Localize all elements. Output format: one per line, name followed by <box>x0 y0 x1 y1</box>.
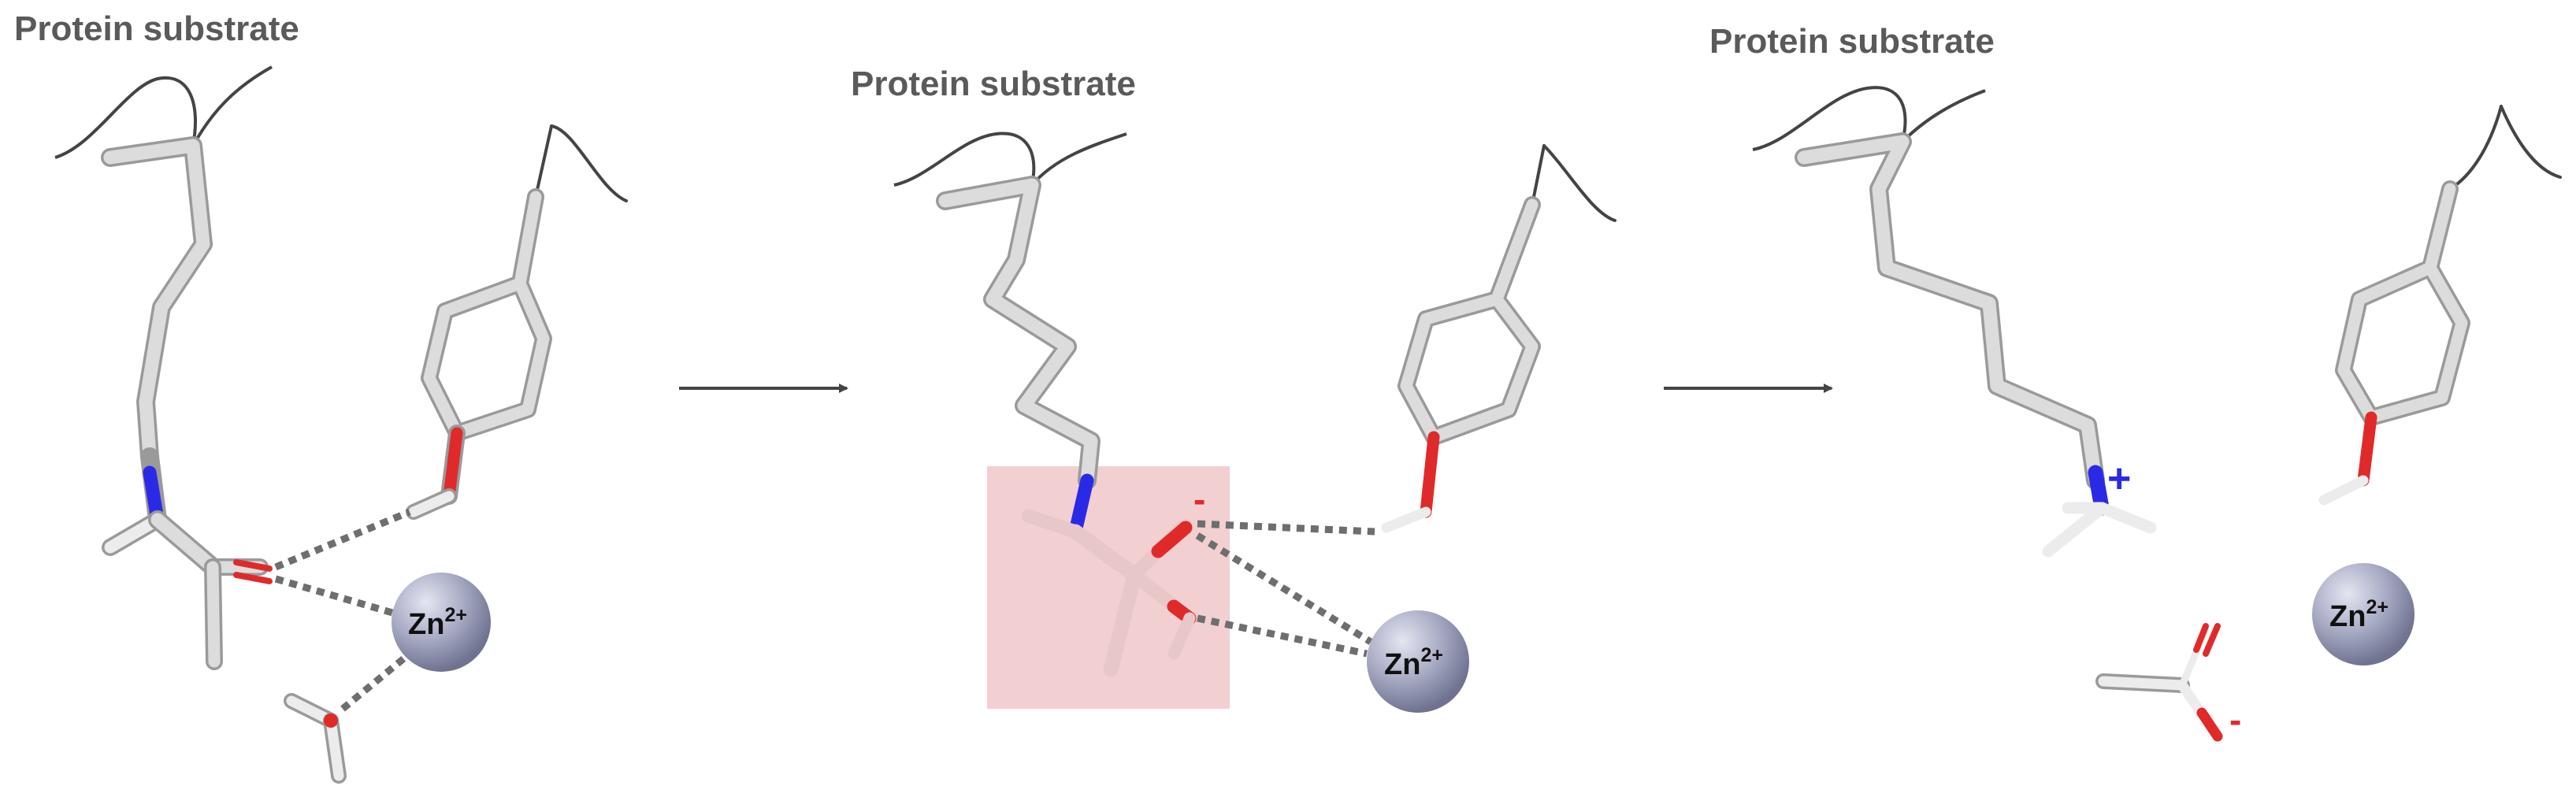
protein-backbone <box>1752 86 1986 151</box>
zinc-label: Zn2+ <box>2329 596 2389 633</box>
zinc-ion: Zn2+ <box>2312 563 2415 665</box>
protein-backbone <box>54 65 273 159</box>
water-molecule <box>284 693 347 784</box>
zinc-ion: Zn2+ <box>1367 610 1469 713</box>
coordination-bonds <box>1195 520 1375 658</box>
panel-2-tetrahedral-intermediate: - Zn2+ <box>893 132 1616 713</box>
panel-3-products: + - Zn2+ <box>1752 86 2562 742</box>
panel-1-acetyl-lysine: Zn2+ <box>54 65 628 784</box>
protein-backbone <box>893 132 1127 187</box>
ammonium-charge: + <box>2107 456 2131 502</box>
panel-3-title: Protein substrate <box>1709 22 1995 61</box>
zinc-ion: Zn2+ <box>392 573 491 672</box>
acetate-charge: - <box>2229 699 2241 740</box>
coordination-bonds <box>274 508 412 712</box>
zinc-label: Zn2+ <box>408 604 467 641</box>
lysine-side-chain <box>936 176 1197 677</box>
acetate-product <box>2095 623 2223 742</box>
lysine-side-chain <box>1795 132 2157 558</box>
panel-2-title: Protein substrate <box>851 65 1136 103</box>
tyrosine-residue <box>1381 144 1616 533</box>
lysine-side-chain <box>101 136 273 670</box>
panel-1-title: Protein substrate <box>14 9 299 48</box>
tyrosine-residue <box>406 124 628 520</box>
oxyanion-charge: - <box>1193 479 1205 520</box>
zinc-label: Zn2+ <box>1384 644 1443 681</box>
tyrosine-residue <box>2318 105 2562 506</box>
